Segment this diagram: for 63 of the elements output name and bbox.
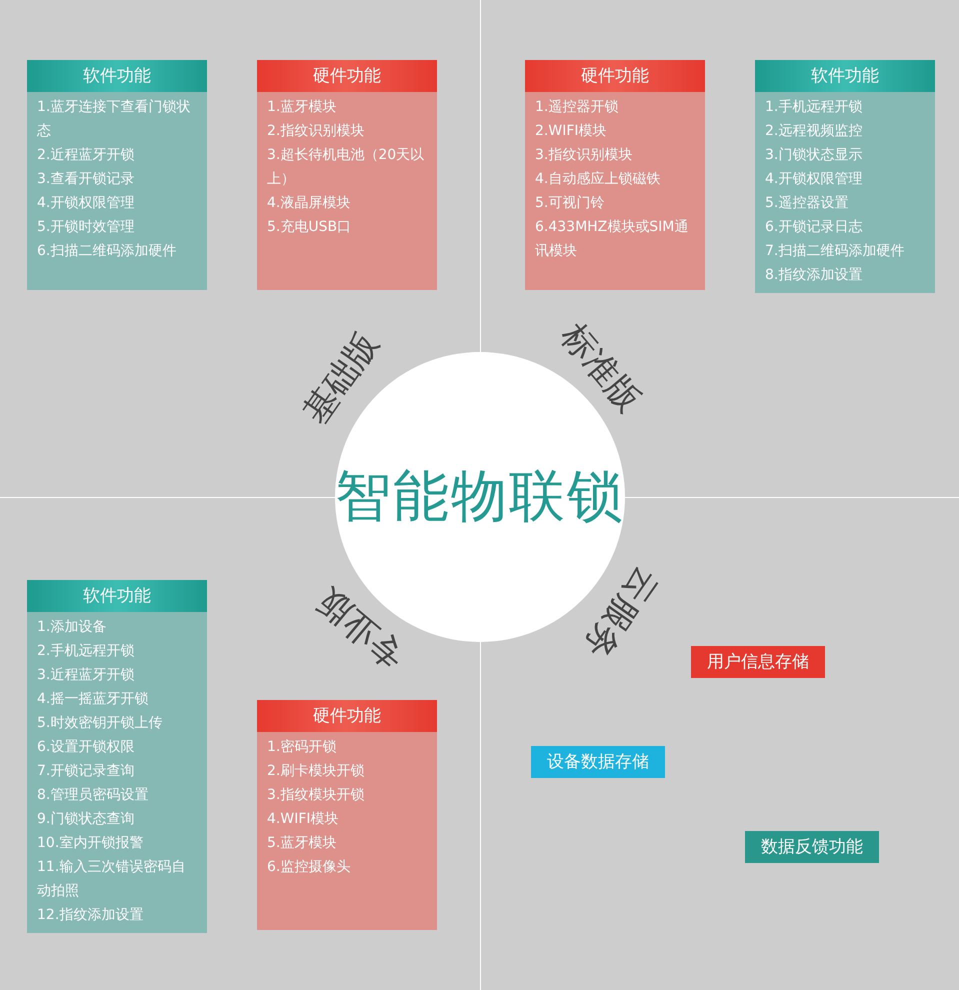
- list-item: 2.远程视频监控: [764, 122, 864, 141]
- feature-card: [525, 60, 705, 290]
- feature-card: [257, 60, 437, 290]
- list-item: 11.输入三次错误密码自动拍照: [36, 858, 186, 901]
- card-header: 硬件功能: [257, 700, 437, 732]
- list-item: 3.查看开锁记录: [36, 170, 136, 189]
- list-item: 4.摇一摇蓝牙开锁: [36, 690, 150, 709]
- edition-label: 专业版: [308, 578, 414, 678]
- list-item: 2.WIFI模块: [534, 122, 608, 141]
- list-item: 1.遥控器开锁: [534, 98, 620, 117]
- list-item: 3.指纹识别模块: [534, 146, 634, 165]
- list-item: 1.密码开锁: [266, 738, 338, 757]
- list-item: 10.室内开锁报警: [36, 834, 144, 853]
- list-item: 1.添加设备: [36, 618, 108, 637]
- list-item: 6.433MHZ模块或SIM通讯模块: [534, 218, 690, 261]
- list-item: 5.充电USB口: [266, 218, 352, 237]
- list-item: 3.近程蓝牙开锁: [36, 666, 136, 685]
- list-item: 4.自动感应上锁磁铁: [534, 170, 662, 189]
- list-item: 4.开锁权限管理: [764, 170, 864, 189]
- list-item: 7.开锁记录查询: [36, 762, 136, 781]
- list-item: 2.近程蓝牙开锁: [36, 146, 136, 165]
- list-item: 4.液晶屏模块: [266, 194, 352, 213]
- list-item: 6.监控摄像头: [266, 858, 352, 877]
- list-item: 8.管理员密码设置: [36, 786, 150, 805]
- list-item: 1.手机远程开锁: [764, 98, 864, 117]
- list-item: 2.手机远程开锁: [36, 642, 136, 661]
- list-item: 5.可视门铃: [534, 194, 606, 213]
- list-item: 3.超长待机电池（20天以上）: [266, 146, 426, 189]
- list-item: 1.蓝牙连接下查看门锁状态: [36, 98, 192, 141]
- feature-card: [257, 700, 437, 930]
- list-item: 4.WIFI模块: [266, 810, 340, 829]
- card-header: 硬件功能: [525, 60, 705, 92]
- list-item: 2.刷卡模块开锁: [266, 762, 366, 781]
- list-item: 12.指纹添加设置: [36, 906, 144, 925]
- list-item: 5.时效密钥开锁上传: [36, 714, 164, 733]
- list-item: 7.扫描二维码添加硬件: [764, 242, 906, 261]
- list-item: 1.蓝牙模块: [266, 98, 338, 117]
- list-item: 8.指纹添加设置: [764, 266, 864, 285]
- card-header: 软件功能: [27, 580, 207, 612]
- feature-card: [27, 580, 207, 933]
- list-item: 2.指纹识别模块: [266, 122, 366, 141]
- list-item: 5.蓝牙模块: [266, 834, 338, 853]
- feature-card: [755, 60, 935, 293]
- card-header: 软件功能: [27, 60, 207, 92]
- list-item: 6.扫描二维码添加硬件: [36, 242, 178, 261]
- list-item: 5.遥控器设置: [764, 194, 850, 213]
- list-item: 3.指纹模块开锁: [266, 786, 366, 805]
- edition-label: 基础版: [294, 324, 388, 433]
- edition-label: 标准版: [552, 315, 650, 422]
- list-item: 5.开锁时效管理: [36, 218, 136, 237]
- list-item: 6.开锁记录日志: [764, 218, 864, 237]
- list-item: 9.门锁状态查询: [36, 810, 136, 829]
- list-item: 3.门锁状态显示: [764, 146, 864, 165]
- list-item: 6.设置开锁权限: [36, 738, 136, 757]
- tag-box: 设备数据存储: [531, 746, 665, 778]
- card-header: 硬件功能: [257, 60, 437, 92]
- tag-box: 数据反馈功能: [745, 831, 879, 863]
- center-title: 智能物联锁: [335, 463, 625, 531]
- tag-box: 用户信息存储: [691, 646, 825, 678]
- edition-label: 云服务: [574, 558, 668, 668]
- list-item: 4.开锁权限管理: [36, 194, 136, 213]
- feature-card: [27, 60, 207, 290]
- card-header: 软件功能: [755, 60, 935, 92]
